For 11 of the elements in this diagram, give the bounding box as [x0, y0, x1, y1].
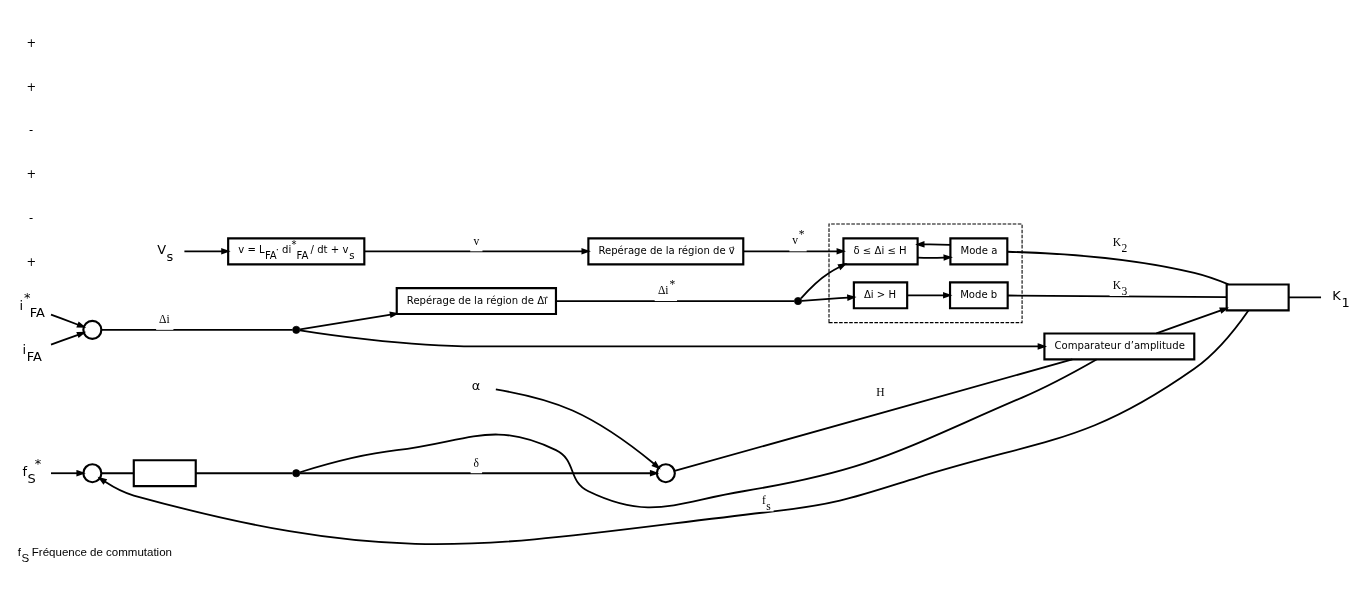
label: -	[28, 123, 34, 138]
edge-label: v	[473, 234, 480, 247]
edge-label: Δi	[159, 313, 170, 326]
node-text: α	[471, 377, 481, 393]
label: +	[26, 35, 37, 50]
edge-label: H	[876, 386, 885, 398]
label: -	[28, 211, 34, 226]
label: +	[26, 255, 37, 270]
label: +	[26, 79, 37, 94]
label: +	[26, 167, 37, 182]
edge-label: δ	[473, 456, 479, 469]
